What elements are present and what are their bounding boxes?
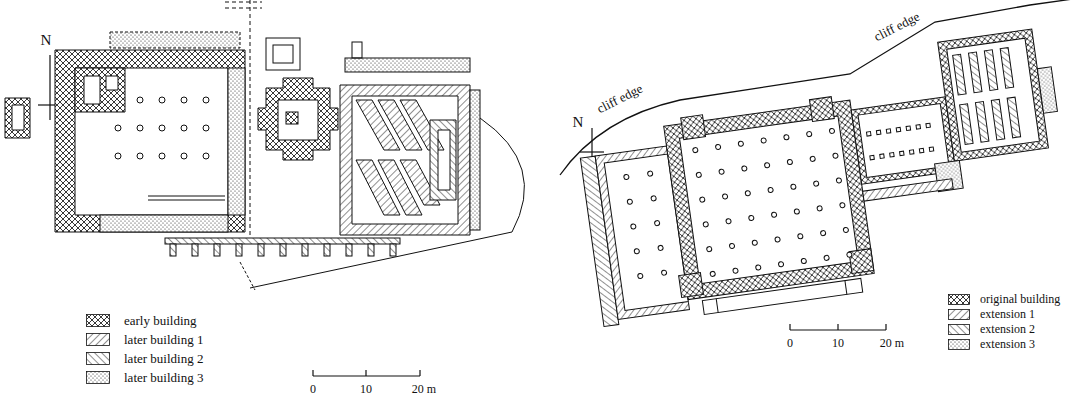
legend-text: extension 2 [980,323,1035,336]
scale-number: 10 [832,337,844,350]
north-label: N [41,32,52,49]
legend-swatch [86,352,110,365]
scale-number: 20 m [412,383,436,396]
cliff-label: cliff edge [595,81,645,116]
scale-number: 20 m [880,337,904,350]
legend-text: later building 1 [124,332,203,346]
legend-swatch [86,314,110,327]
north-arrow [38,55,604,168]
legend-text: later building 2 [124,351,203,365]
legend-swatch [948,324,970,335]
right-plan [571,27,1078,328]
legend-swatch [86,333,110,346]
scale-number: 10 [360,383,372,396]
scale-bar [313,324,886,376]
cliff-edge-line [560,0,1080,175]
legend-text: original building [980,293,1060,306]
north-label: N [573,114,584,131]
legend-swatch [948,294,970,305]
cliff-label: cliff edge [872,9,922,44]
legend-swatch [948,309,970,320]
scale-number: 0 [787,337,793,350]
legend-swatch [86,371,110,384]
legend-text: extension 1 [980,308,1035,321]
left-plan [5,0,524,290]
legend-swatch [948,339,970,350]
scale-number: 0 [310,383,316,396]
legend-text: later building 3 [124,370,203,384]
legend-text: extension 3 [980,338,1035,351]
legend-text: early building [124,313,197,327]
